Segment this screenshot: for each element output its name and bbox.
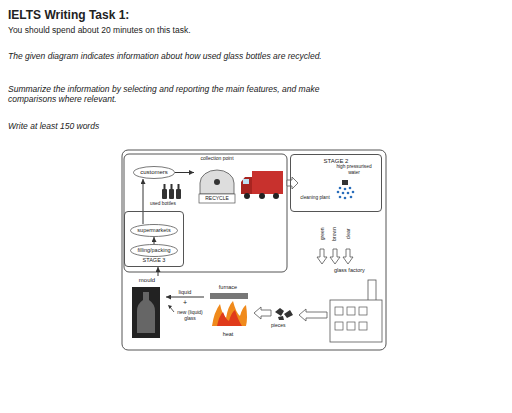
truck-icon: [241, 171, 283, 199]
diagram-label: clear: [345, 229, 351, 240]
flow-connector: [143, 179, 144, 224]
diagram-label: used bottles: [150, 201, 176, 207]
process-node: collection pointRECYCLE: [194, 155, 240, 203]
stage-heading: STAGE 2: [296, 158, 376, 165]
stage-heading: STAGE 3: [129, 257, 179, 263]
instruction-text: Write at least 150 words: [8, 122, 99, 132]
node-text: heat: [223, 331, 234, 337]
flow-connector: [175, 172, 194, 173]
flow-arrow: [299, 309, 327, 321]
stage-box: STAGE 2: [290, 154, 382, 212]
node-text: mould: [130, 277, 164, 284]
pointer-arrow: [168, 305, 174, 312]
diagram-label: +: [183, 299, 187, 307]
diagram-label: pieces: [271, 323, 285, 329]
diagram-label: new (liquid) glass: [175, 310, 205, 322]
oval-node: supermarkets: [130, 224, 178, 237]
node-text: filling/packing: [137, 247, 171, 253]
node-text: collection point: [197, 156, 237, 162]
instruction-text: The given diagram indicates information …: [8, 52, 348, 62]
flow-arrow: [287, 177, 298, 189]
diagram-label: glass factory: [334, 267, 365, 273]
flow-connector: [158, 267, 159, 276]
diagram-label: green: [319, 228, 325, 241]
sort-arrows: [317, 249, 353, 264]
stage-box: STAGE 3 supermarkets filling/packing: [124, 211, 184, 267]
flow-arrow: [254, 307, 271, 319]
page-title: IELTS Writing Task 1:: [8, 9, 129, 23]
flow-connector: [154, 237, 155, 244]
diagram-label: cleaning plant: [300, 195, 330, 201]
sprayer-icon: [337, 180, 355, 199]
oval-node: customers: [133, 166, 175, 179]
process-node: mould: [128, 276, 166, 340]
diagram-label: high pressurised water: [330, 164, 378, 175]
diagram-label: brown: [332, 227, 338, 241]
connector-label: liquid: [178, 289, 193, 295]
outer-frame: [122, 150, 386, 350]
oval-node: filling/packing: [130, 244, 178, 257]
pieces-icon: [275, 308, 293, 320]
node-text: RECYCLE: [205, 196, 229, 202]
node-text: supermarkets: [137, 227, 171, 233]
instruction-text: You should spend about 20 minutes on thi…: [8, 26, 191, 36]
instruction-text: Summarize the information by selecting a…: [8, 85, 348, 105]
bottles-icon: [162, 184, 181, 199]
stage-frame: [124, 154, 287, 272]
node-text: furnace: [219, 284, 237, 290]
node-text: customers: [140, 169, 168, 176]
mould-icon: [132, 287, 160, 338]
bin-icon: [199, 170, 235, 203]
furnace-icon: [210, 293, 248, 326]
factory-icon: [330, 280, 382, 342]
process-node: furnace heat: [204, 283, 252, 338]
flow-connector: [166, 297, 204, 298]
